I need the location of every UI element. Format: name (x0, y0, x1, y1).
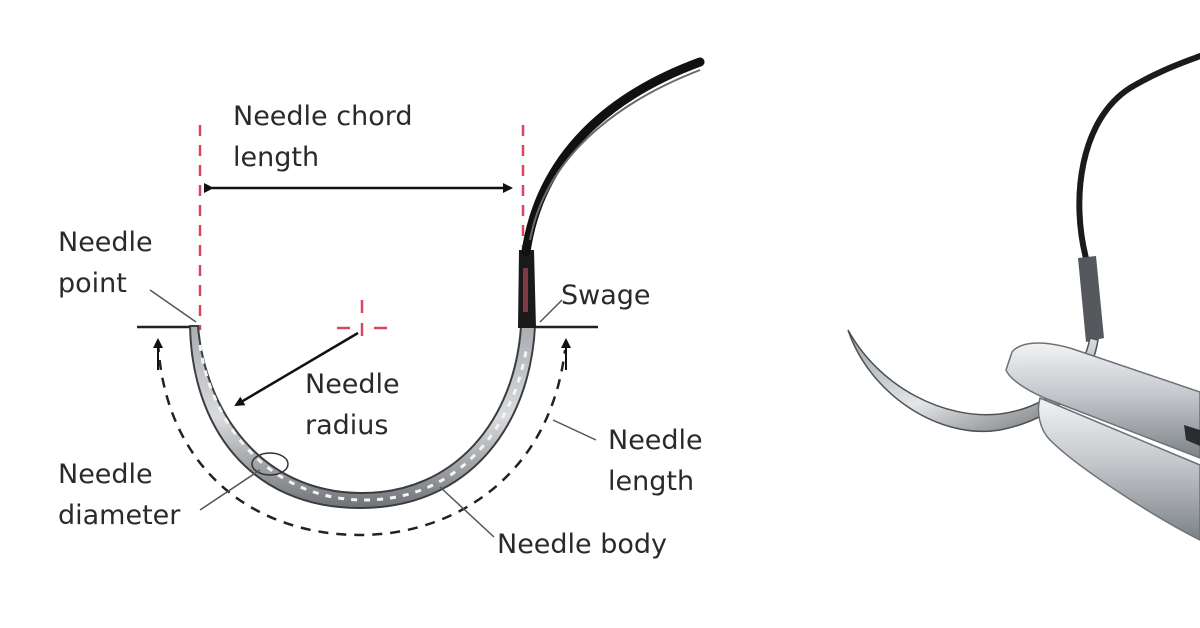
center-cross (337, 300, 387, 336)
photo-holder-slot (1184, 425, 1200, 446)
photo-swage (1078, 256, 1104, 342)
needle-holder-photo (847, 53, 1200, 541)
photo-holder-jaw-bottom (1037, 396, 1200, 541)
needle-radius-label-2: radius (305, 410, 388, 441)
needle-diameter-label-2: diameter (58, 500, 181, 531)
needle-length-label-2: length (608, 466, 694, 497)
photo-curved-needle (847, 329, 1099, 433)
swage-leader (539, 299, 563, 323)
photo-holder-jaw-top (1005, 342, 1200, 459)
diameter-marker (251, 452, 289, 476)
length-leader (552, 419, 597, 441)
needle-length-label-1: Needle (608, 425, 703, 456)
needle-point-label-1: Needle (58, 227, 153, 258)
needle-point-label-2: point (58, 268, 127, 299)
needle-radius-label-1: Needle (305, 369, 400, 400)
needle-length-curve (156, 341, 567, 537)
chord-length-label-1: Needle chord (233, 101, 413, 132)
suture-thread-highlight (529, 69, 701, 241)
needle-body-dashes (198, 344, 529, 502)
needle-diameter-label-1: Needle (58, 459, 153, 490)
body-leader (439, 486, 495, 538)
diameter-leader (199, 469, 261, 511)
needle-radius-arrow (234, 331, 359, 407)
needle-body-label: Needle body (497, 529, 667, 560)
point-leader (149, 289, 197, 323)
swage-label: Swage (561, 280, 651, 311)
swage-highlight (523, 268, 528, 312)
suture-thread (521, 57, 705, 257)
chord-length-label-2: length (233, 142, 319, 173)
photo-suture-thread (1076, 53, 1200, 265)
